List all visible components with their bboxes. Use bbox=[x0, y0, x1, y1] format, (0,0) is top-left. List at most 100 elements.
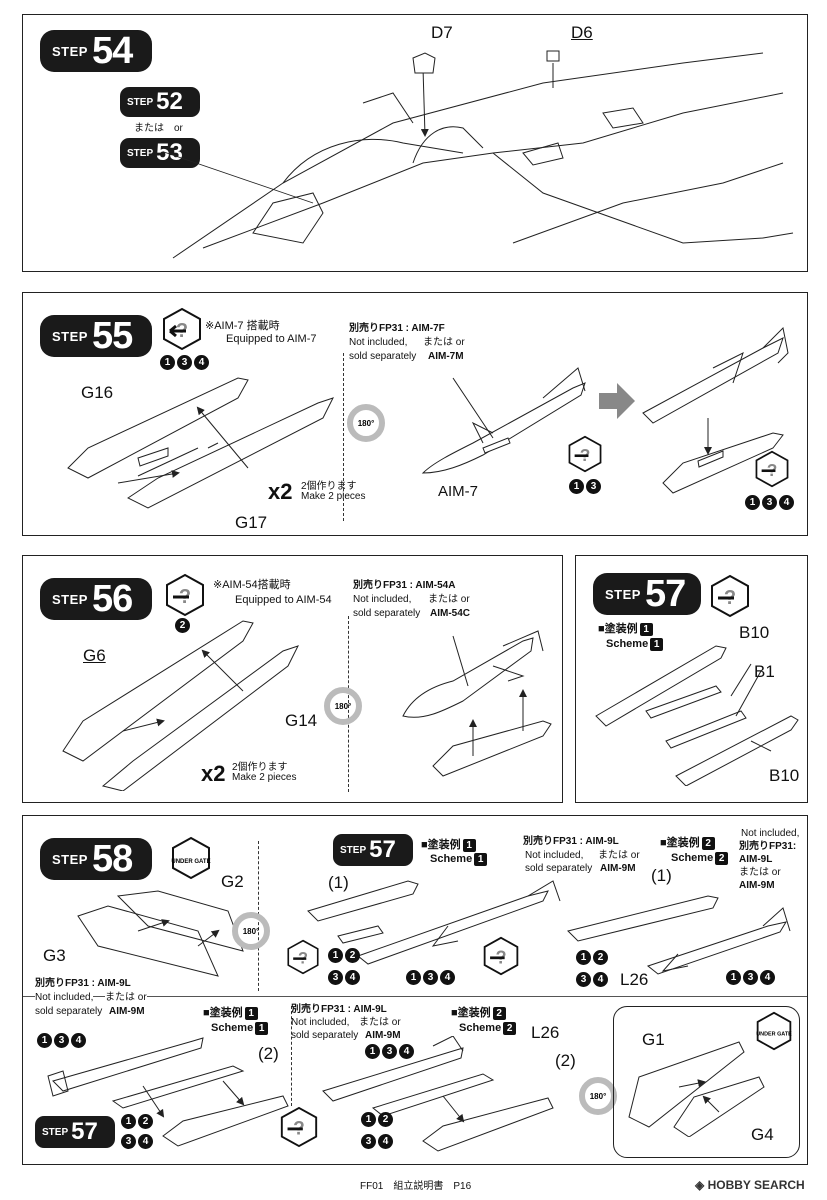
divider-dash bbox=[348, 616, 349, 792]
direction-hex-icon-a: ? bbox=[287, 939, 319, 975]
big-arrow-icon bbox=[599, 383, 635, 419]
step-56-nums: 2 bbox=[175, 618, 190, 633]
sold-a: 別売りFP31 : AIM-54A bbox=[353, 580, 456, 591]
alt-b: 別売りFP31: bbox=[739, 841, 797, 852]
direction-hex-icon: ? bbox=[711, 574, 749, 618]
sold-b: Not included, bbox=[525, 850, 584, 861]
svg-text:180°: 180° bbox=[590, 1092, 607, 1101]
sub-2-label-a: (2) bbox=[258, 1044, 279, 1063]
footer-brand: ◈ HOBBY SEARCH bbox=[695, 1178, 805, 1192]
sold-b: Not included, bbox=[353, 594, 412, 605]
sold-a: 別売りFP31 : AIM-9L bbox=[523, 836, 619, 847]
rotate-180-icon-low: 180° bbox=[579, 1077, 617, 1115]
sold-or: または or bbox=[428, 594, 470, 605]
brand-logo-icon: ◈ bbox=[695, 1178, 708, 1192]
low-sold-a: 別売りFP31 : AIM-9L bbox=[35, 978, 131, 989]
part-g14-label: G14 bbox=[285, 711, 318, 730]
divider-dash-lower bbox=[291, 1006, 292, 1106]
pylon-g6-g14-drawing bbox=[62, 620, 299, 791]
make-en: Make 2 pieces bbox=[232, 772, 297, 783]
rotate-180-icon: 180° bbox=[347, 404, 385, 442]
part-g2-label: G2 bbox=[221, 872, 244, 891]
sold-or: または or bbox=[598, 850, 640, 861]
mid-sold-c: sold separately bbox=[291, 1030, 359, 1041]
footer-doc: FF01 組立説明書 P16 bbox=[360, 1181, 472, 1192]
sold-d: AIM-54C bbox=[430, 608, 471, 619]
part-g6-label: G6 bbox=[83, 646, 106, 665]
aim9-lower-1-drawing bbox=[47, 1037, 289, 1147]
aim54-note-en: Equipped to AIM-54 bbox=[235, 594, 332, 606]
part-g3-label: G3 bbox=[43, 946, 66, 965]
cockpit-drawing bbox=[163, 50, 794, 259]
svg-text:180°: 180° bbox=[335, 702, 352, 711]
part-g4-label: G4 bbox=[751, 1125, 774, 1144]
divider-dash bbox=[343, 353, 344, 521]
make-jp: 2個作ります bbox=[232, 762, 288, 773]
mid-sold-b: Not included, bbox=[291, 1017, 350, 1028]
aim9-rail-1-drawing bbox=[307, 880, 561, 965]
svg-text:UNDER GATE: UNDER GATE bbox=[171, 859, 210, 865]
sold-c: sold separately bbox=[525, 863, 593, 874]
mid-sold-d: AIM-9M bbox=[365, 1030, 401, 1041]
sold-c: sold separately bbox=[353, 608, 421, 619]
g1-g4-box: UNDER GATE G1 G4 bbox=[613, 1006, 800, 1158]
mid-sold-a: 別売りFP31 : AIM-9L bbox=[291, 1004, 387, 1015]
pylon-g1-g4-drawing bbox=[628, 1041, 765, 1137]
aim9-lower-2-drawing bbox=[322, 1036, 554, 1152]
direction-hex-icon-c: ? bbox=[755, 450, 789, 488]
sold-c: sold separately bbox=[349, 351, 417, 362]
aim9-rail-2-drawing bbox=[567, 895, 791, 975]
make-jp: 2個作ります bbox=[301, 481, 357, 492]
under-gate-icon: UNDER GATE bbox=[171, 836, 211, 880]
inner-divider bbox=[23, 996, 807, 997]
aim54-pylon-drawing bbox=[402, 630, 552, 777]
sub-1-label: (1) bbox=[328, 873, 349, 892]
low-sold-d: AIM-9M bbox=[109, 1006, 145, 1017]
sub-2-label-b: (2) bbox=[555, 1051, 576, 1070]
part-b10-bottom-label: B10 bbox=[769, 766, 800, 785]
aim7-label: AIM-7 bbox=[438, 483, 479, 500]
sold-or: または or bbox=[423, 337, 465, 348]
mid-sold-or: または or bbox=[359, 1017, 401, 1028]
aim7-pylon-assembly-drawing bbox=[642, 326, 789, 494]
sold-a: 別売りFP31 : AIM-7F bbox=[349, 323, 445, 334]
sold-d: AIM-9M bbox=[600, 863, 636, 874]
part-g17-label: G17 bbox=[235, 513, 268, 532]
sold-b: Not included, bbox=[349, 337, 408, 348]
launcher-rail-drawing bbox=[595, 645, 799, 786]
alt-d: または or bbox=[739, 867, 781, 878]
alt-a: Not included, bbox=[741, 828, 800, 839]
aim7-missile-drawing bbox=[421, 367, 586, 474]
part-d7-label: D7 bbox=[431, 23, 453, 42]
rotate-180-icon: 180° bbox=[324, 687, 362, 725]
direction-hex-icon-b: ? bbox=[568, 435, 602, 473]
alt-c: AIM-9L bbox=[739, 854, 773, 865]
low-sold-b: Not included, bbox=[35, 992, 94, 1004]
